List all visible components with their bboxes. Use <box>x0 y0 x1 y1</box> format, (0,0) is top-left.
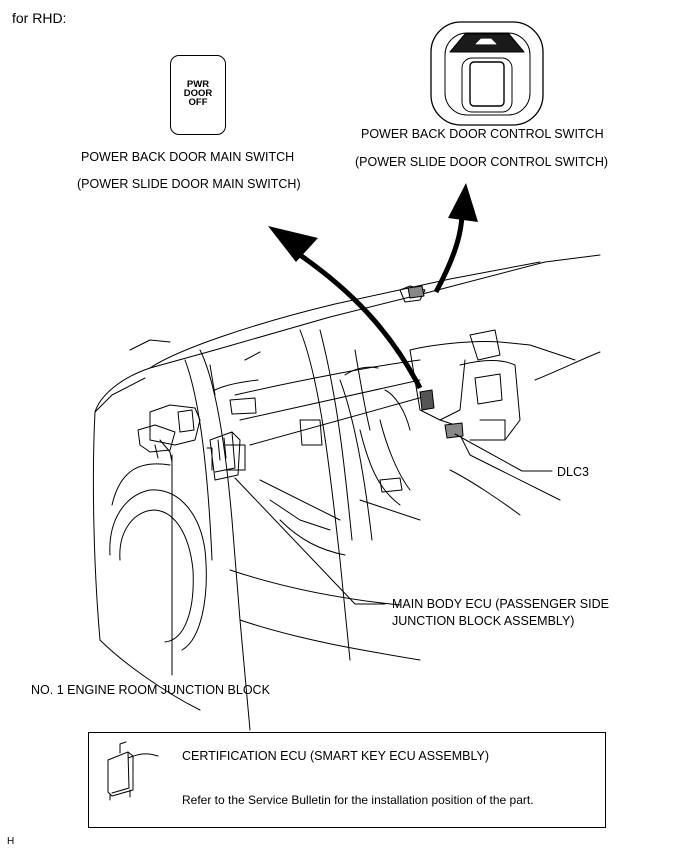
main-body-ecu-part <box>206 431 241 481</box>
arrow-to-control-switch <box>433 183 478 294</box>
power-back-door-control-switch-icon <box>430 21 544 126</box>
switch-icon-line: OFF <box>188 97 208 108</box>
dlc3-leader-line <box>454 433 553 472</box>
certification-ecu-title: CERTIFICATION ECU (SMART KEY ECU ASSEMBL… <box>182 749 490 763</box>
main-body-ecu-leader-line <box>234 477 386 605</box>
certification-ecu-note-text: Refer to the Service Bulletin for the in… <box>182 793 534 807</box>
engine-room-junction-block-part <box>137 404 201 463</box>
car-body-lines <box>92 254 601 731</box>
main-body-ecu-label-line2: JUNCTION BLOCK ASSEMBLY) <box>392 614 575 628</box>
footer-code: H <box>7 836 15 847</box>
main-body-ecu-label-line1: MAIN BODY ECU (PASSENGER SIDE <box>392 597 609 611</box>
main-switch-label-line1: POWER BACK DOOR MAIN SWITCH <box>81 150 295 164</box>
switch-icon-line: PWR <box>186 79 210 90</box>
control-switch-label-line2: (POWER SLIDE DOOR CONTROL SWITCH) <box>355 155 609 169</box>
certification-ecu-note-box <box>88 732 606 828</box>
main-switch-label-line2: (POWER SLIDE DOOR MAIN SWITCH) <box>77 177 301 191</box>
control-switch-label-line1: POWER BACK DOOR CONTROL SWITCH <box>361 127 604 141</box>
dlc3-label: DLC3 <box>557 465 589 479</box>
power-door-main-switch-icon: PWR DOOR OFF <box>170 55 226 135</box>
engine-room-jb-label: NO. 1 ENGINE ROOM JUNCTION BLOCK <box>31 683 270 697</box>
switch-icon-line: DOOR <box>183 88 213 99</box>
page-title: for RHD: <box>12 10 67 26</box>
certification-ecu-icon <box>107 741 159 801</box>
arrow-to-main-switch <box>268 226 423 390</box>
